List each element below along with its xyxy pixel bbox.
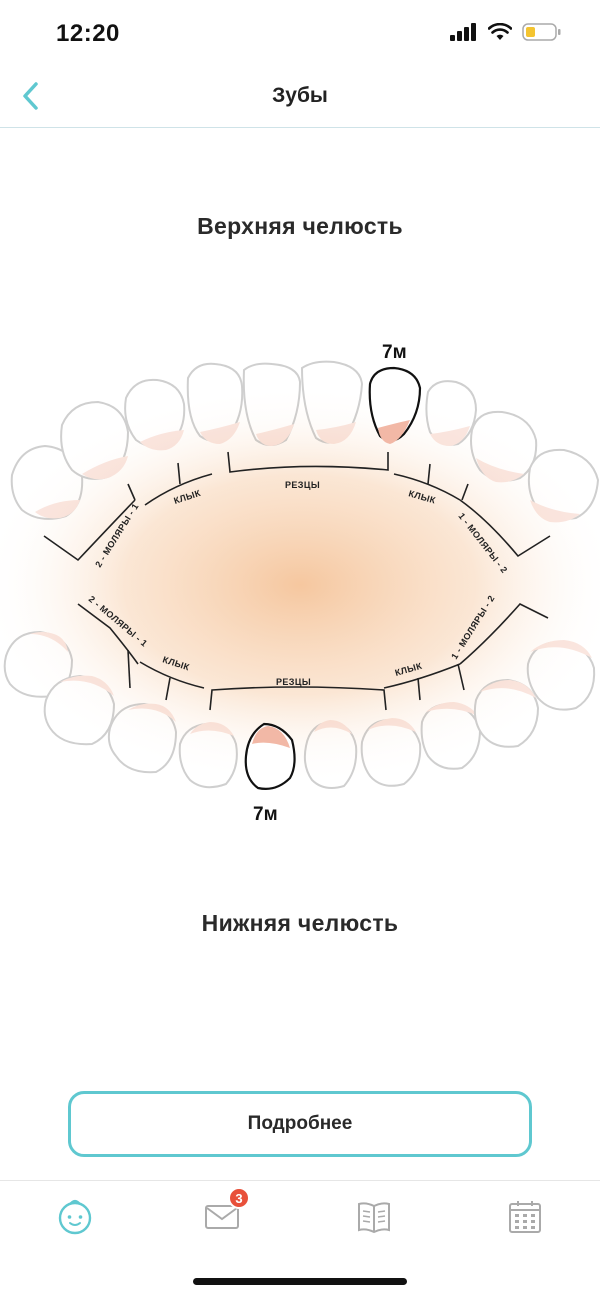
wifi-icon: [488, 23, 512, 40]
upper-jaw-brackets: [43, 451, 551, 562]
lower-erupted-tooth: [244, 722, 296, 790]
upper-erupted-tooth: [368, 366, 422, 444]
lower-incisors-label: РЕЗЦЫ: [276, 677, 311, 687]
mail-icon: [205, 1205, 239, 1229]
lower-tooth: [303, 720, 358, 789]
tab-calendar[interactable]: [503, 1195, 547, 1239]
tab-library[interactable]: [352, 1195, 396, 1239]
lower-jaw-brackets: [77, 603, 549, 711]
lower-jaw-title: Нижняя челюсть: [201, 910, 399, 936]
lower-tooth: [526, 640, 596, 711]
tab-child[interactable]: [53, 1195, 97, 1239]
status-icons: [450, 22, 562, 42]
lower-tooth: [3, 630, 74, 698]
calendar-icon: [509, 1201, 541, 1233]
teeth-diagram: 7м РЕЗЦЫ КЛЫК КЛЫК 2 - МОЛЯРЫ - 1 1 - МО…: [0, 342, 600, 825]
status-time: 12:20: [56, 20, 120, 47]
upper-jaw-title: Верхняя челюсть: [197, 213, 403, 239]
back-button[interactable]: [10, 76, 50, 116]
lower-tooth: [420, 702, 482, 770]
upper-tooth-month: 7м: [382, 342, 407, 363]
mouth-glow: [0, 385, 600, 785]
lower-tooth: [360, 718, 422, 787]
upper-tooth: [470, 410, 538, 483]
lower-tooth: [107, 702, 178, 774]
status-bar: 12:20: [0, 0, 600, 68]
cellular-signal-icon: [450, 23, 476, 41]
upper-tooth: [242, 362, 302, 446]
home-indicator: [193, 1278, 407, 1285]
upper-incisors-label: РЕЗЦЫ: [285, 480, 320, 490]
upper-tooth: [425, 380, 478, 446]
lower-tooth-month: 7м: [253, 804, 278, 825]
lower-tooth: [178, 722, 238, 789]
upper-tooth: [527, 448, 600, 523]
more-button[interactable]: Подробнее: [68, 1091, 532, 1157]
messages-badge: 3: [228, 1187, 250, 1209]
chevron-left-icon: [23, 82, 38, 110]
upper-tooth: [186, 362, 244, 444]
upper-teeth: [10, 360, 600, 523]
tab-messages[interactable]: 3: [200, 1187, 250, 1239]
lower-tooth: [473, 678, 540, 748]
lower-teeth: [3, 630, 596, 789]
upper-tooth: [300, 360, 364, 444]
tab-bar: 3: [0, 1180, 600, 1297]
upper-tooth: [124, 378, 186, 451]
battery-icon: [522, 23, 561, 41]
lower-tooth: [43, 674, 116, 746]
upper-tooth: [60, 400, 130, 480]
upper-tooth: [10, 444, 84, 520]
book-icon: [358, 1202, 390, 1234]
nav-bar: Зубы: [0, 68, 600, 128]
baby-face-icon: [58, 1199, 92, 1235]
page-title: Зубы: [272, 84, 328, 107]
